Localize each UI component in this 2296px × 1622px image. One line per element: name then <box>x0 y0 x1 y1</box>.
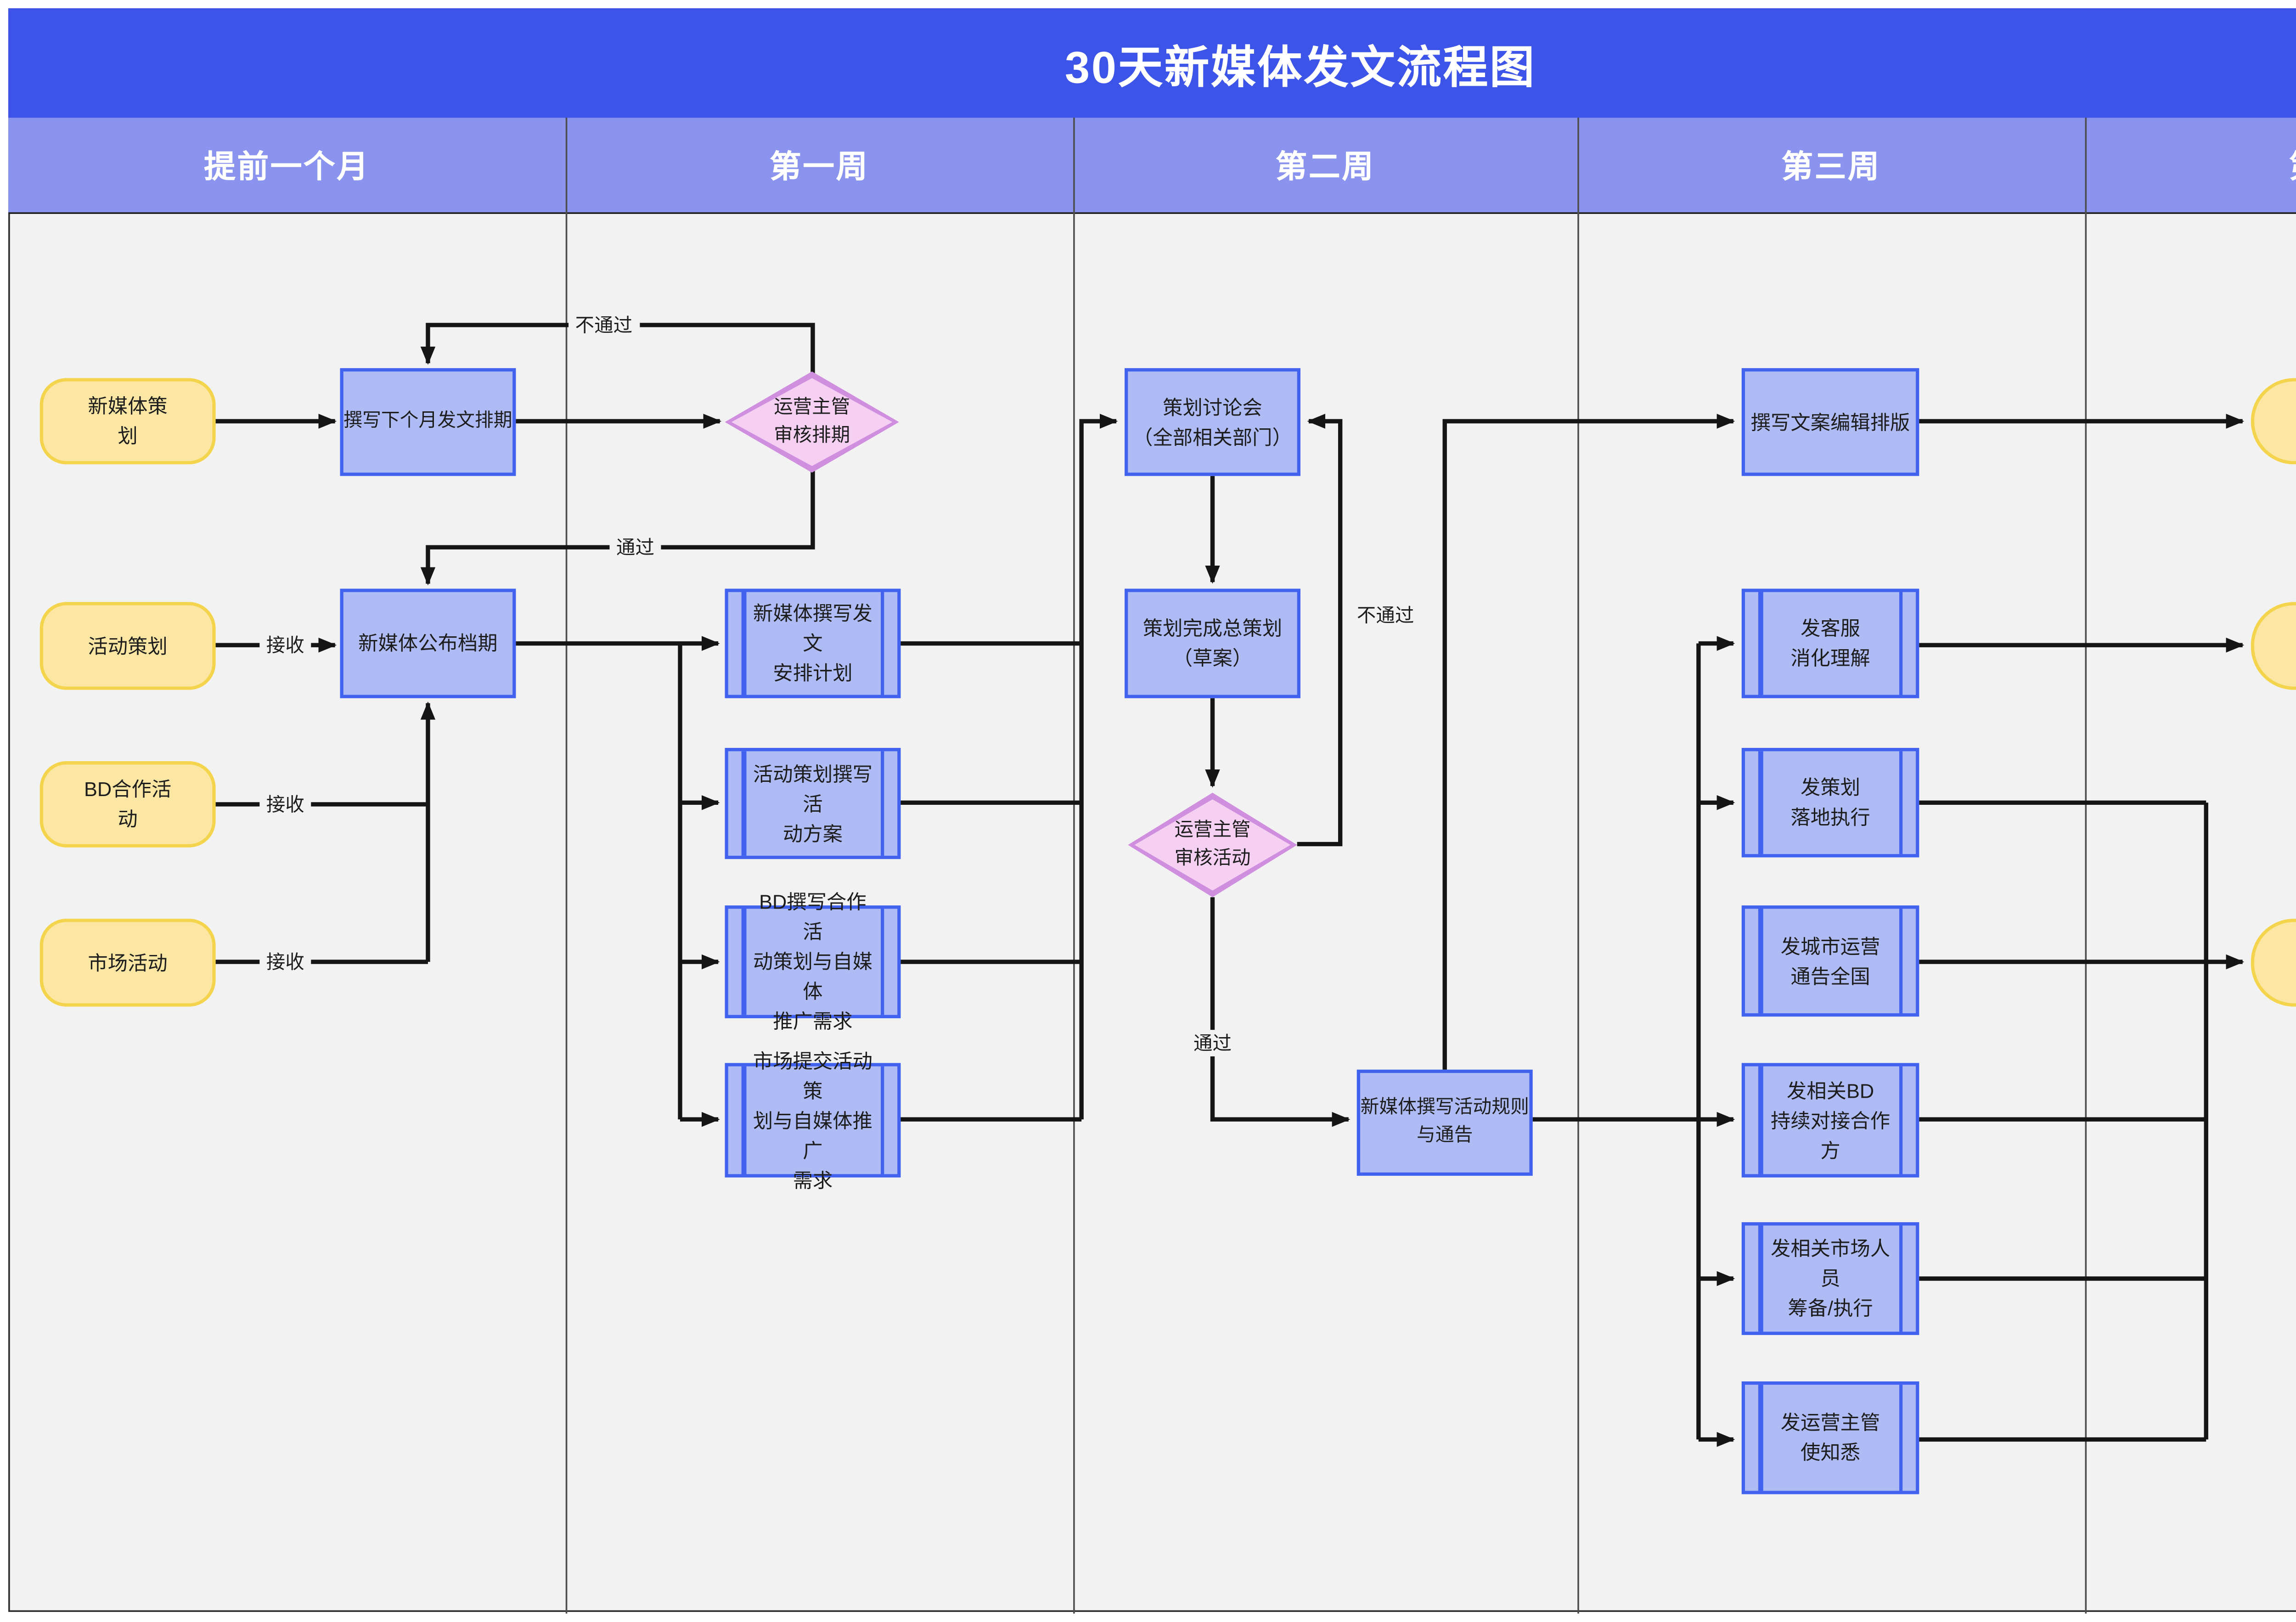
terminal-market-activity: 市场活动 <box>39 919 216 1007</box>
lane-divider <box>565 118 568 1614</box>
subprocess-plan-execute: 发策划 落地执行 <box>1741 748 1919 858</box>
lane-divider <box>2085 118 2087 1614</box>
edge <box>1297 414 1343 847</box>
lane-divider <box>1577 118 1579 1614</box>
lane-header-month-ahead: 提前一个月 <box>8 118 566 214</box>
decision-review-schedule: 运营主管 审核排期 <box>725 371 899 473</box>
process-draft-master-plan: 策划完成总策划 （草案） <box>1125 589 1300 698</box>
subprocess-notify-supervisor: 发运营主管 使知悉 <box>1741 1381 1919 1494</box>
process-write-activity-rules: 新媒体撰写活动规则 与通告 <box>1356 1069 1533 1176</box>
terminal-activity-planning: 活动策划 <box>39 602 216 690</box>
edge-label-pass: 通过 <box>1187 1030 1238 1056</box>
subprocess-market-submit-plan: 市场提交活动策 划与自媒体推广 需求 <box>725 1049 901 1191</box>
edge <box>420 471 815 586</box>
subprocess-city-notice: 发城市运营 通告全国 <box>1741 905 1919 1017</box>
edge-label-reject: 不通过 <box>1356 607 1414 627</box>
process-publish-schedule: 新媒体公布档期 <box>340 589 516 698</box>
edge-label-pass: 通过 <box>609 534 661 561</box>
subprocess-bd-connect: 发相关BD 持续对接合作方 <box>1741 1063 1919 1178</box>
process-write-copy-layout: 撰写文案编辑排版 <box>1741 368 1919 476</box>
diagram-title: 30天新媒体发文流程图 <box>8 8 2296 120</box>
lane-divider <box>1073 118 1075 1614</box>
process-write-next-month-schedule: 撰写下个月发文排期 <box>340 368 516 476</box>
subprocess-media-write-plan: 新媒体撰写发文 安排计划 <box>725 589 901 698</box>
terminal-bd-cooperation: BD合作活 动 <box>39 761 216 847</box>
edge <box>1442 414 1735 1070</box>
lane-header-week3: 第三周 <box>1577 118 2085 214</box>
subprocess-bd-write-plan: BD撰写合作活 动策划与自媒体 推广需求 <box>725 891 901 1033</box>
edge-label-reject: 不通过 <box>568 312 639 338</box>
lane-header-week2: 第二周 <box>1073 118 1578 214</box>
edge-label-receive: 接收 <box>259 632 311 659</box>
decision-label: 运营主管 审核活动 <box>1174 820 1251 868</box>
subprocess-cs-digest: 发客服 消化理解 <box>1741 589 1919 698</box>
lane-header-week4: 第四周 <box>2085 118 2296 214</box>
lane-header-week1: 第一周 <box>565 118 1074 214</box>
edge <box>1079 414 1118 1120</box>
decision-label: 运营主管 审核排期 <box>774 398 850 445</box>
subprocess-activity-write-plan: 活动策划撰写活 动方案 <box>725 748 901 859</box>
edge-label-receive: 接收 <box>259 791 311 818</box>
subprocess-market-prepare: 发相关市场人员 筹备/执行 <box>1741 1222 1919 1335</box>
edge <box>1210 897 1351 1127</box>
terminal-media-planning: 新媒体策 划 <box>39 378 216 465</box>
decision-review-activity: 运营主管 审核活动 <box>1128 792 1297 898</box>
process-plan-discussion: 策划讨论会 （全部相关部门） <box>1125 368 1300 476</box>
edge-label-receive: 接收 <box>259 949 311 975</box>
